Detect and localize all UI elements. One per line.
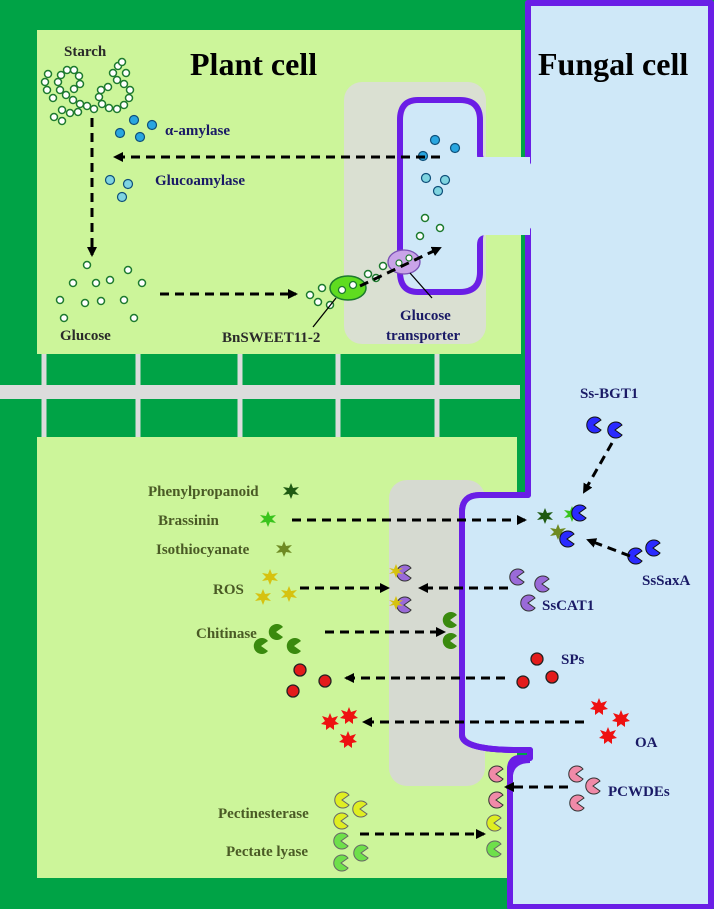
lower-haustorium-cytoplasm: [465, 498, 531, 747]
bnsweet-callout: [312, 297, 337, 328]
chitinase-icons: [253, 624, 301, 654]
oa-plant-icons: [321, 707, 358, 748]
transporter-glucose-1: [395, 259, 403, 267]
alpha-amylase-label: α-amylase: [165, 123, 230, 139]
bnsweet-label: BnSWEET11-2: [222, 330, 320, 346]
sssaxa-label: SsSaxA: [642, 573, 691, 589]
pectinesterase-icons: [333, 791, 368, 830]
arrow-ssbgt1: [582, 442, 614, 494]
bnsweet-glucose-2: [348, 280, 358, 290]
sps-fungal-dots: [516, 652, 559, 689]
pectin-interface-icons: [486, 814, 502, 858]
bnsweet-transporter: [329, 275, 367, 301]
pectate-lyase-label: Pectate lyase: [226, 844, 308, 860]
starch-granule: [40, 57, 135, 126]
fungal-protrusion: [507, 757, 531, 862]
starch-label: Starch: [64, 44, 107, 60]
fungal-cell-title: Fungal cell: [538, 46, 688, 82]
brassinin-star-icon: [260, 511, 276, 527]
glucose-transporter-label-1: Glucose: [400, 308, 451, 324]
phenylpropanoid-star-icon: [283, 483, 299, 499]
ros-star-icons: [255, 569, 297, 605]
plasmodesmata-band: [0, 385, 520, 399]
sps-label: SPs: [561, 652, 585, 668]
haustorium-glucoamylase-dots: [420, 172, 451, 197]
interface-sscat1-icons: [389, 564, 457, 649]
lower-arrows: [292, 442, 631, 839]
pectate-lyase-icons: [333, 832, 369, 872]
sscat1-fungal-icons: [509, 568, 550, 612]
bnsweet-glucose-1: [337, 285, 347, 295]
glucoamylase-dots: [104, 174, 134, 203]
receptor-complex-icons: [537, 504, 587, 548]
sps-plant-dots: [286, 663, 332, 698]
brassinin-label: Brassinin: [158, 513, 220, 529]
transporter-callout: [409, 272, 433, 299]
chitinase-label: Chitinase: [196, 626, 257, 642]
glucoamylase-label: Glucoamylase: [155, 173, 245, 189]
lower-fungal-wall-outline: [459, 492, 530, 753]
transporter-glucose-2: [405, 254, 413, 262]
ros-label: ROS: [213, 582, 244, 598]
isothiocyanate-label: Isothiocyanate: [156, 542, 250, 558]
glucose-transporter: [387, 249, 421, 275]
haustorium-cytoplasm: [403, 103, 530, 289]
plasmodesmata-channels: [41, 354, 440, 437]
pcwdes-interface-icons: [488, 765, 504, 809]
sssaxa-icons: [627, 539, 661, 565]
arrow-ssaxa: [586, 538, 631, 558]
glucose-label: Glucose: [60, 328, 111, 344]
glucose-transporter-label-2: transporter: [386, 328, 460, 344]
ss-bgt1-label: Ss-BGT1: [580, 386, 638, 402]
oa-fungal-icons: [590, 698, 630, 744]
glucose-dots: [55, 260, 147, 323]
alpha-amylase-dots: [114, 114, 158, 143]
isothiocyanate-star-icon: [276, 541, 292, 557]
sscat1-label: SsCAT1: [542, 598, 594, 614]
ss-bgt1-icons: [586, 416, 623, 439]
pcwdes-fungal-icons: [568, 765, 601, 812]
plant-cell-title: Plant cell: [190, 46, 317, 82]
upper-arrows: [87, 118, 442, 299]
pectinesterase-label: Pectinesterase: [218, 806, 309, 822]
phenylpropanoid-label: Phenylpropanoid: [148, 484, 259, 500]
oa-label: OA: [635, 735, 658, 751]
pcwdes-label: PCWDEs: [608, 784, 670, 800]
